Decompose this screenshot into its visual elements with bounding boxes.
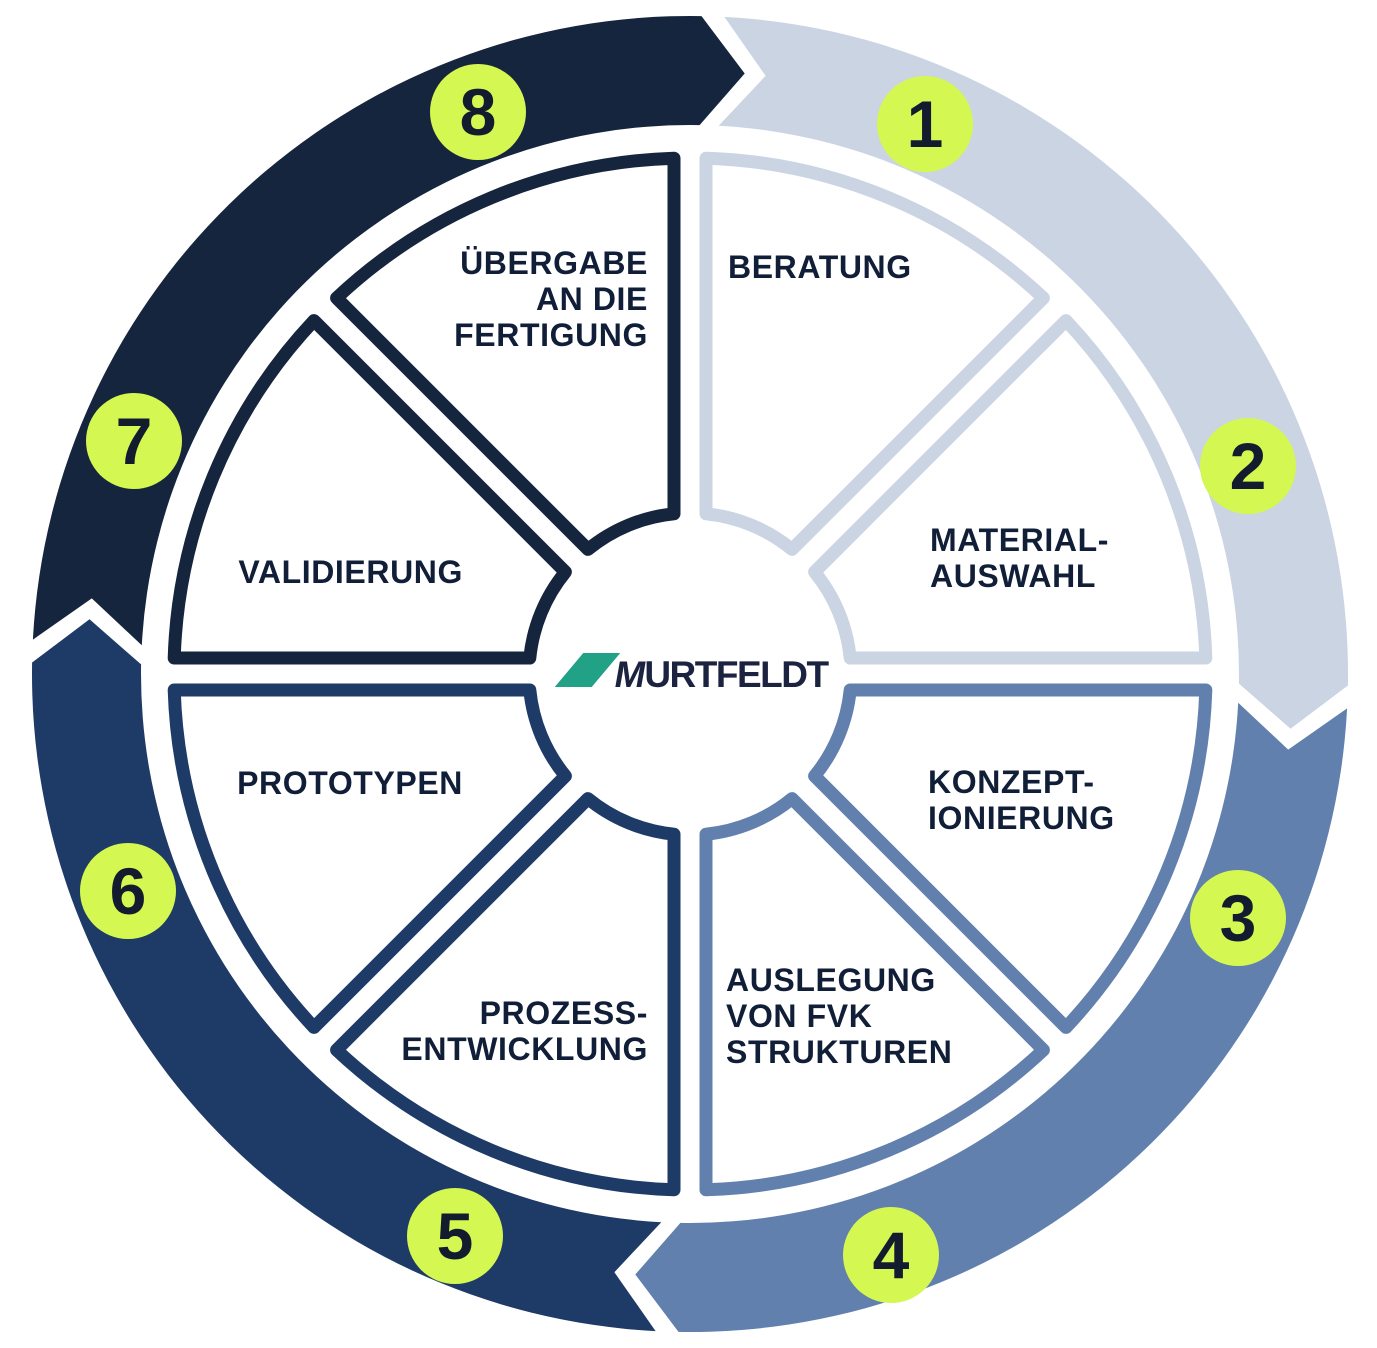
step-label-7: VALIDIERUNG [238, 554, 463, 590]
step-label-2: MATERIAL- AUSWAHL [930, 522, 1109, 594]
outer-arrow-band-4 [32, 15, 745, 646]
murtfeldt-logo: MURTFELDT [554, 650, 829, 695]
logo-wordmark-rest: URTFELDT [644, 654, 829, 695]
wedge-step-7 [167, 314, 572, 665]
step-label-4: AUSLEGUNG VON FVK STRUKTUREN [726, 962, 953, 1070]
step-badge-5: 5 [407, 1188, 503, 1284]
step-label-6: PROTOTYPEN [237, 765, 463, 801]
step-badge-8: 8 [430, 64, 526, 160]
step-label-3: KONZEPT- IONIERUNG [928, 764, 1115, 836]
wedge-step-1 [699, 151, 1050, 556]
step-badge-1: 1 [877, 76, 973, 172]
step-badge-6: 6 [80, 843, 176, 939]
step-badge-7: 7 [86, 393, 182, 489]
wedge-step-5 [330, 792, 681, 1197]
step-label-8: ÜBERGABE AN DIE FERTIGUNG [454, 245, 648, 353]
logo-wordmark-first: M [611, 654, 649, 695]
wedge-step-4 [699, 792, 1050, 1197]
step-badge-4: 4 [843, 1207, 939, 1303]
wedge-step-6 [167, 683, 572, 1034]
step-badge-2: 2 [1200, 418, 1296, 514]
outer-arrow-band-1 [718, 16, 1349, 729]
step-label-5: PROZESS- ENTWICKLUNG [401, 995, 648, 1067]
step-label-1: BERATUNG [728, 249, 912, 285]
wedge-step-3 [808, 683, 1213, 1034]
wedge-step-8 [330, 151, 681, 556]
wedge-step-2 [808, 314, 1213, 665]
logo-wordmark: MURTFELDT [611, 654, 829, 695]
step-badge-3: 3 [1190, 870, 1286, 966]
outer-arrow-band-2 [635, 702, 1348, 1333]
outer-arrow-band-3 [31, 619, 662, 1332]
